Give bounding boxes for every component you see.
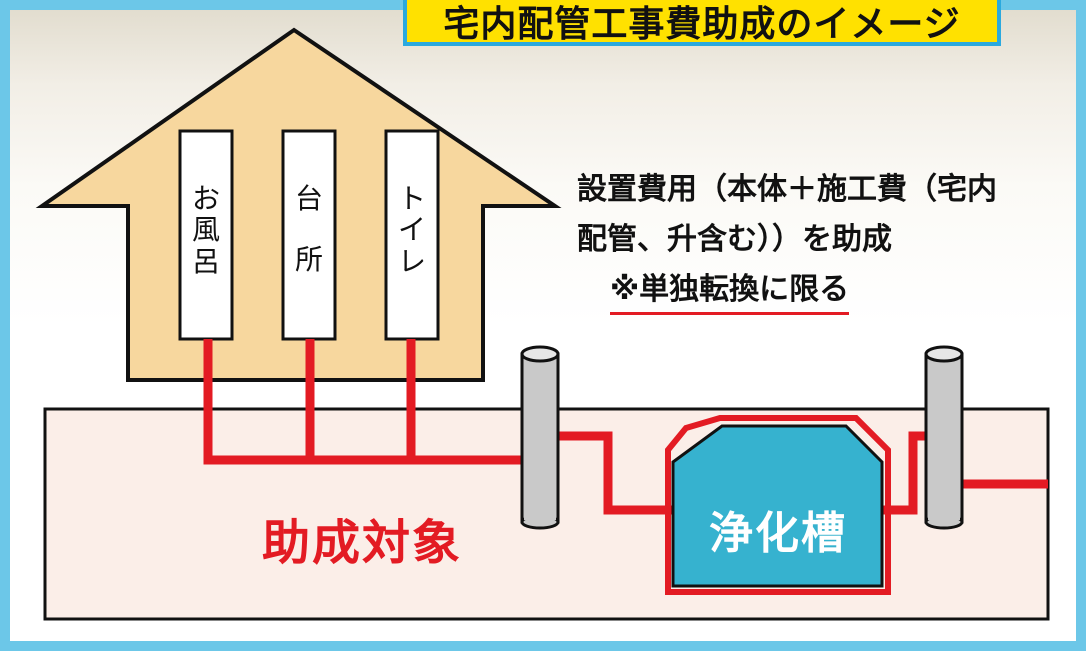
- room-label-toilet: ト イ レ: [386, 183, 438, 277]
- room-label-char: レ: [397, 244, 426, 278]
- tank-outline: [665, 415, 891, 595]
- room-label-char: 台: [294, 182, 323, 215]
- description-line-1: 設置費用（本体＋施工費（宅内: [577, 172, 997, 207]
- septic-tank: [671, 424, 884, 588]
- room-label-char: 所: [294, 243, 323, 277]
- room-label-char: 風: [191, 213, 220, 247]
- description-line-2: 配管、升含む））を助成: [577, 222, 892, 257]
- room-label-char: ト: [397, 182, 426, 215]
- manhole-left: [520, 345, 560, 530]
- diagram-title: 宅内配管工事費助成のイメージ: [403, 0, 1001, 46]
- red-pipes: [203, 339, 1048, 515]
- room-label-char: 呂: [191, 244, 220, 278]
- subsidy-target-label: 助成対象: [262, 515, 463, 571]
- room-label-char: イ: [397, 213, 426, 247]
- room-label-bath: お 風 呂: [180, 183, 232, 277]
- subsidy-description: 設置費用（本体＋施工費（宅内 配管、升含む））を助成 ※単独転換に限る: [577, 165, 997, 315]
- room-label-kitchen: 台 所: [283, 183, 335, 276]
- description-note: ※単独転換に限る: [610, 270, 850, 315]
- room-box-kitchen: [281, 129, 337, 341]
- room-label-char: お: [191, 182, 220, 215]
- room-box-bath: [178, 129, 234, 341]
- manhole-right: [924, 345, 964, 530]
- room-box-toilet: [384, 129, 440, 341]
- septic-tank-label: 浄化槽: [709, 508, 847, 559]
